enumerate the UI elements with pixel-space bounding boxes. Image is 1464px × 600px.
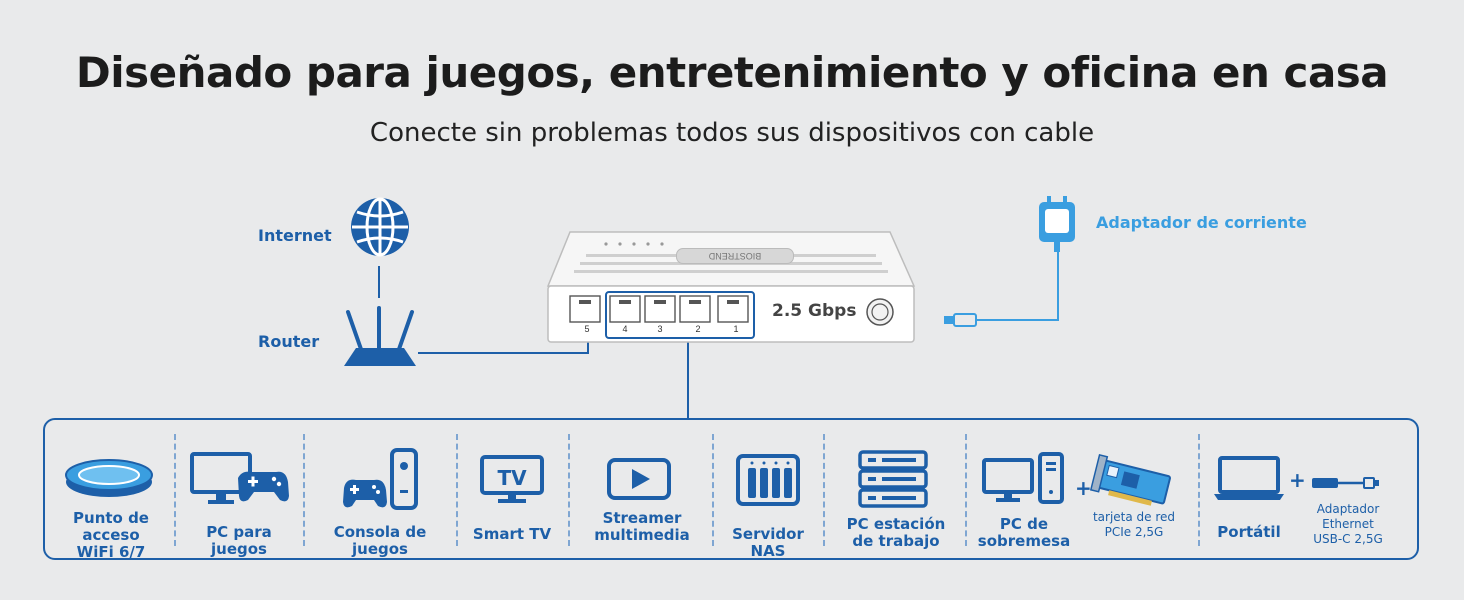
access-point-icon [65, 459, 153, 497]
panel-divider [456, 434, 458, 546]
internet-label: Internet [258, 226, 332, 245]
usb-adapter-icon [1312, 477, 1379, 489]
pcie-card-icon [1089, 453, 1171, 506]
port-number: 1 [733, 324, 739, 334]
plus-sign: + [1075, 476, 1092, 500]
port-number: 4 [622, 324, 628, 334]
power-adapter-icon [1039, 196, 1075, 252]
nas-server-icon [736, 454, 800, 506]
panel-divider [965, 434, 967, 546]
media-streamer-icon [607, 458, 671, 500]
panel-divider [568, 434, 570, 546]
plus-sign: + [1289, 468, 1306, 492]
speed-label: 2.5 Gbps [772, 301, 857, 321]
router-label: Router [258, 332, 320, 351]
panel-divider [712, 434, 714, 546]
port-number: 5 [584, 324, 590, 334]
power-adapter-label: Adaptador de corriente [1096, 213, 1307, 232]
device-label: PC para juegos [206, 523, 272, 558]
device-label: Portátil [1217, 523, 1281, 541]
power-plug-icon [944, 313, 977, 327]
panel-divider [303, 434, 305, 546]
devices-panel [43, 418, 1419, 560]
panel-divider [1198, 434, 1200, 546]
tv-text: TV [497, 466, 527, 490]
smart-tv-icon: TV [480, 455, 544, 503]
port-number: 3 [657, 324, 663, 334]
globe-icon [351, 197, 409, 257]
page-subtitle: Conecte sin problemas todos sus disposit… [369, 118, 1095, 148]
port-number: 2 [695, 324, 701, 334]
game-console-icon [343, 448, 418, 510]
gaming-pc-icon [190, 452, 289, 504]
panel-divider [174, 434, 176, 546]
brand-logo: BIOSTREND [676, 248, 794, 264]
desktop-pc-icon [982, 452, 1064, 504]
panel-divider [823, 434, 825, 546]
device-label: Consola de juegos [333, 523, 427, 558]
workstation-icon [858, 450, 928, 508]
laptop-icon [1214, 456, 1284, 500]
device-label: Smart TV [472, 525, 552, 543]
device-label: Servidor NAS [732, 525, 804, 560]
router-icon [344, 306, 416, 366]
page-title: Diseñado para juegos, entretenimiento y … [75, 48, 1389, 97]
